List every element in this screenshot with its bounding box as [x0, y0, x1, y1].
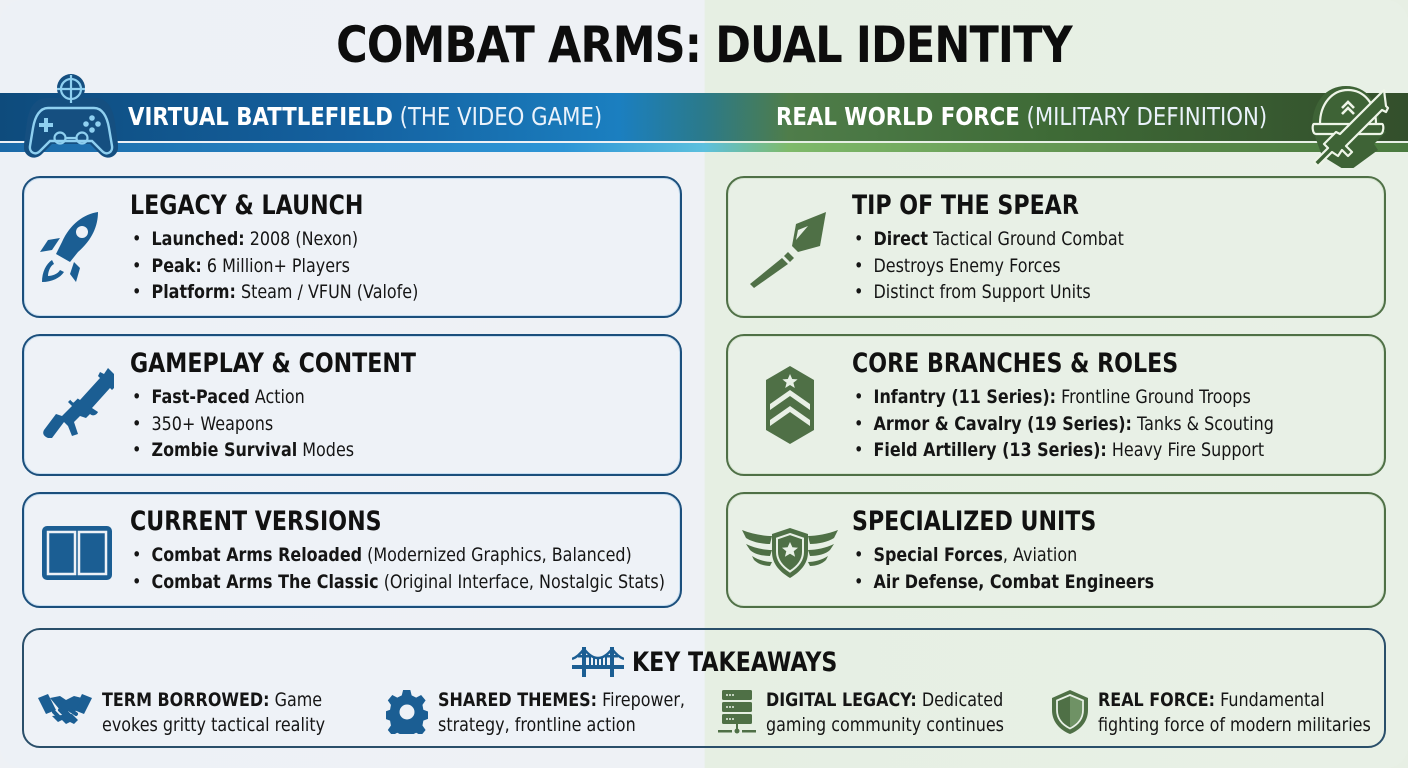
takeaway-text: DIGITAL LEGACY: Dedicated gaming communi… — [766, 689, 1005, 736]
bridge-icon — [572, 647, 624, 677]
card-title: CORE BRANCHES & ROLES — [852, 348, 1179, 379]
left-banner-light: (THE VIDEO GAME) — [399, 102, 603, 131]
right-banner-title: REAL WORLD FORCE (MILITARY DEFINITION) — [776, 102, 1267, 131]
left-banner-title: VIRTUAL BATTLEFIELD (THE VIDEO GAME) — [128, 102, 602, 131]
page-title: COMBAT ARMS: DUAL IDENTITY — [336, 16, 1073, 74]
gamepad-crosshair-icon — [24, 74, 118, 158]
card-list: Combat Arms Reloaded (Modernized Graphic… — [132, 542, 766, 595]
rank-chevron-icon — [766, 366, 814, 444]
banner-band — [0, 93, 1408, 141]
card-title: GAMEPLAY & CONTENT — [130, 348, 417, 379]
list-item: Infantry (11 Series): Frontline Ground T… — [854, 384, 1274, 411]
list-item: Fast-Paced Action — [132, 384, 354, 411]
takeaway-real-force: REAL FORCE: Fundamental fighting force o… — [1052, 688, 1408, 738]
card-list: Fast-Paced Action 350+ Weapons Zombie Su… — [132, 384, 396, 464]
card-core-branches: CORE BRANCHES & ROLES Infantry (11 Serie… — [726, 334, 1386, 476]
rifle-icon — [43, 368, 114, 438]
right-banner-light: (MILITARY DEFINITION) — [1026, 102, 1268, 131]
list-item: Zombie Survival Modes — [132, 437, 355, 464]
list-item: Platform: Steam / VFUN (Valofe) — [132, 279, 419, 306]
spear-icon — [750, 212, 826, 288]
card-list: Launched: 2008 (Nexon) Peak: 6 Million+ … — [132, 226, 473, 306]
banner-stripe — [0, 143, 1408, 152]
takeaway-text: REAL FORCE: Fundamental fighting force o… — [1098, 689, 1371, 736]
card-current-versions: CURRENT VERSIONS Combat Arms Reloaded (M… — [22, 492, 682, 608]
takeaway-text: SHARED THEMES: Firepower, strategy, fron… — [438, 689, 685, 736]
card-title: TIP OF THE SPEAR — [852, 190, 1079, 221]
key-takeaways-panel: KEY TAKEAWAYS TERM BORROWED: Game evokes… — [22, 628, 1386, 748]
list-item: Launched: 2008 (Nexon) — [132, 226, 418, 253]
takeaway-shared-themes: SHARED THEMES: Firepower, strategy, fron… — [386, 688, 732, 738]
shield-icon — [1052, 690, 1088, 734]
list-item: 350+ Weapons — [132, 411, 354, 438]
card-specialized-units: SPECIALIZED UNITS Special Forces, Aviati… — [726, 492, 1386, 608]
card-tip-of-spear: TIP OF THE SPEAR Direct Tactical Ground … — [726, 176, 1386, 318]
card-title: LEGACY & LAUNCH — [130, 190, 364, 221]
list-item: Direct Tactical Ground Combat — [854, 226, 1124, 253]
winged-shield-icon — [742, 528, 838, 578]
list-item: Air Defense, Combat Engineers — [854, 569, 1155, 596]
card-gameplay-content: GAMEPLAY & CONTENT Fast-Paced Action 350… — [22, 334, 682, 476]
header-banner: VIRTUAL BATTLEFIELD (THE VIDEO GAME) REA… — [0, 93, 1408, 156]
left-banner-bold: VIRTUAL BATTLEFIELD — [128, 102, 393, 131]
list-item: Distinct from Support Units — [854, 279, 1124, 306]
takeaway-digital-legacy: DIGITAL LEGACY: Dedicated gaming communi… — [718, 688, 1049, 738]
card-list: Direct Tactical Ground Combat Destroys E… — [854, 226, 1175, 306]
key-takeaways-title: KEY TAKEAWAYS — [632, 646, 838, 678]
list-item: Peak: 6 Million+ Players — [132, 253, 418, 280]
list-item: Combat Arms Reloaded (Modernized Graphic… — [132, 542, 665, 569]
card-list: Special Forces, Aviation Air Defense, Co… — [854, 542, 1211, 595]
card-title: SPECIALIZED UNITS — [852, 506, 1097, 537]
right-banner-bold: REAL WORLD FORCE — [776, 102, 1020, 131]
card-title: CURRENT VERSIONS — [130, 506, 382, 537]
list-item: Armor & Cavalry (19 Series): Tanks & Sco… — [854, 411, 1274, 438]
handshake-icon — [38, 694, 92, 724]
takeaway-term-borrowed: TERM BORROWED: Game evokes gritty tactic… — [38, 688, 368, 738]
takeaway-text: TERM BORROWED: Game evokes gritty tactic… — [102, 689, 326, 736]
server-icon — [718, 690, 756, 734]
list-item: Field Artillery (13 Series): Heavy Fire … — [854, 437, 1274, 464]
key-takeaways-heading: KEY TAKEAWAYS — [572, 644, 882, 680]
gear-icon — [386, 690, 428, 734]
card-list: Infantry (11 Series): Frontline Ground T… — [854, 384, 1354, 464]
rocket-icon — [40, 212, 98, 282]
card-legacy-launch: LEGACY & LAUNCH Launched: 2008 (Nexon) P… — [22, 176, 682, 318]
list-item: Destroys Enemy Forces — [854, 253, 1124, 280]
split-window-icon — [42, 526, 112, 580]
list-item: Special Forces, Aviation — [854, 542, 1154, 569]
helmet-rifle-icon — [1311, 86, 1390, 168]
list-item: Combat Arms The Classic (Original Interf… — [132, 569, 665, 596]
